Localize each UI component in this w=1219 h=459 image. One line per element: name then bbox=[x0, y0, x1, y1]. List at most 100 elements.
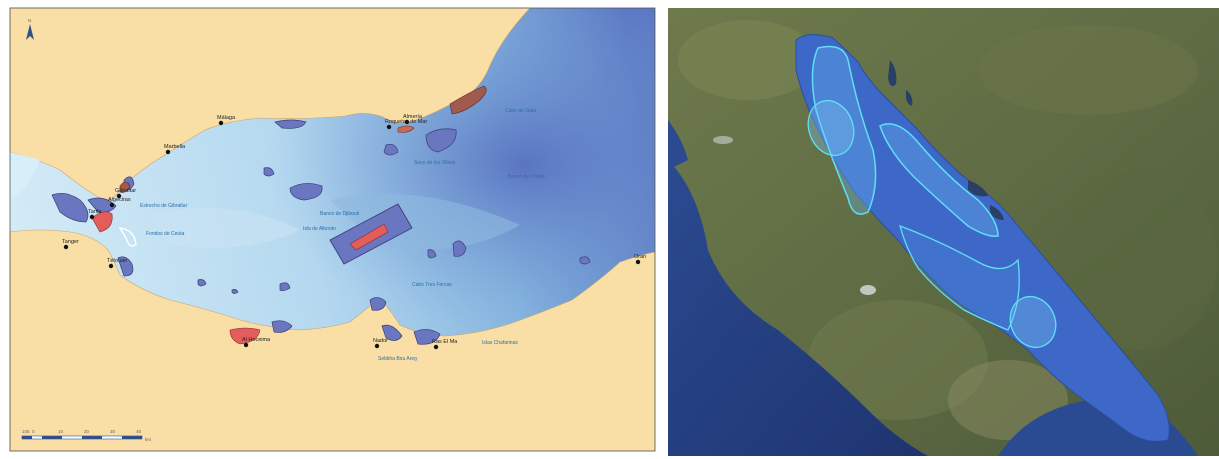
zone-oran-west bbox=[579, 256, 591, 265]
place-marker-icon bbox=[404, 119, 410, 125]
place-marker-icon bbox=[635, 259, 641, 265]
zone-label: Isla de Alborán bbox=[303, 226, 336, 232]
zone-almeria-east bbox=[449, 85, 487, 115]
land-texture bbox=[978, 25, 1198, 115]
zone-label: Islas Chafarinas bbox=[482, 340, 518, 346]
zone-nador-north bbox=[369, 297, 387, 311]
scale-tick-label: 40 bbox=[136, 429, 142, 434]
place-marker-icon bbox=[109, 202, 115, 208]
cloud bbox=[860, 285, 876, 295]
zone-cabo-gata bbox=[425, 128, 457, 153]
north-arrow: N bbox=[26, 18, 34, 40]
place-label: Gibraltar bbox=[115, 188, 136, 194]
scale-unit: km bbox=[145, 437, 151, 442]
zone-tiny-2 bbox=[231, 288, 239, 294]
scale-tick-label: 5 bbox=[27, 429, 30, 434]
land-texture bbox=[678, 20, 818, 100]
place-label: Ras El Ma bbox=[432, 339, 458, 345]
scale-tick-label: 0 bbox=[32, 429, 35, 434]
place-label: Nador bbox=[373, 338, 388, 344]
place-label: Marbella bbox=[164, 144, 186, 150]
zone-small-north bbox=[263, 167, 275, 177]
zone-pomo-pit bbox=[899, 224, 1020, 331]
zone-label: Cabo de Gata bbox=[505, 108, 536, 114]
zone-central-adriatic bbox=[879, 123, 999, 238]
adriatic-map-svg bbox=[668, 8, 1219, 456]
scale-bar-seg-1 bbox=[22, 436, 32, 439]
adriatic-sea bbox=[795, 34, 1170, 442]
zone-label: Banco de Chella bbox=[508, 174, 545, 180]
place-marker-icon bbox=[218, 120, 224, 126]
zone-northern-adriatic bbox=[811, 45, 877, 215]
adriatic-satellite-map bbox=[668, 0, 1219, 459]
scale-tick-label: 10 bbox=[58, 429, 64, 434]
zone-tiny-1 bbox=[197, 279, 207, 287]
zone-seco-olivos bbox=[383, 143, 399, 156]
zone-chella bbox=[452, 240, 467, 257]
zone-ras-el-ma bbox=[413, 329, 441, 345]
tyrrhenian-sea bbox=[668, 160, 928, 456]
zone-south-small bbox=[279, 282, 291, 292]
island bbox=[906, 90, 913, 106]
zone-label: Sebkha Bou Areg bbox=[378, 356, 417, 362]
scale-tick-label: 30 bbox=[110, 429, 116, 434]
zone-hoceima bbox=[229, 327, 261, 345]
zone-strait-brown bbox=[119, 181, 131, 193]
zone-djibouti bbox=[289, 183, 323, 201]
zone-roquetas bbox=[397, 125, 415, 133]
zone-southern-adriatic bbox=[1009, 296, 1057, 348]
africa-land bbox=[9, 229, 656, 452]
scale-tick-label: 10 bbox=[22, 429, 28, 434]
zone-tetouan bbox=[117, 256, 134, 277]
cloud bbox=[713, 136, 733, 144]
land-texture bbox=[1058, 170, 1218, 350]
place-label: Málaga bbox=[217, 115, 236, 121]
zone-tres-forcas-small bbox=[427, 249, 437, 259]
map-frame bbox=[9, 7, 656, 452]
place-marker-icon bbox=[165, 149, 171, 155]
coastal-zones bbox=[119, 85, 487, 193]
place-label: Tétouan bbox=[107, 258, 127, 264]
place-label: Al Hoceima bbox=[242, 337, 271, 343]
zone-label: Banco de Djibouti bbox=[320, 211, 359, 217]
zone-label: Seco de los Olivos bbox=[414, 160, 456, 166]
island bbox=[990, 205, 1004, 220]
place-marker-icon bbox=[116, 193, 122, 199]
place-marker-icon bbox=[374, 343, 380, 349]
zone-label: Estrecho de Gibraltar bbox=[140, 203, 188, 209]
place-marker-icon bbox=[433, 344, 439, 350]
north-label: N bbox=[28, 18, 31, 23]
zone-alboran-island bbox=[349, 223, 389, 251]
bathymetry-shade-west bbox=[150, 207, 300, 248]
zone-ceuta-arc bbox=[118, 227, 137, 247]
atlantic-strip bbox=[10, 152, 40, 200]
ligurian-sea bbox=[668, 120, 688, 170]
place-marker-icon bbox=[89, 214, 95, 220]
zone-malaga bbox=[274, 119, 307, 129]
place-marker-icon bbox=[108, 263, 114, 269]
scale-bar-seg-4 bbox=[122, 436, 142, 439]
scale-bar-seg-2 bbox=[42, 436, 62, 439]
place-marker-icon bbox=[386, 124, 392, 130]
zone-po-delta bbox=[807, 99, 855, 157]
place-label: Tanger bbox=[62, 239, 79, 245]
adriatic-zones bbox=[807, 45, 1057, 348]
land-texture bbox=[808, 300, 988, 420]
place-label: Algeciras bbox=[108, 197, 131, 203]
scale-bar-seg-3 bbox=[82, 436, 102, 439]
proposed-zones bbox=[91, 211, 389, 345]
place-marker-icon bbox=[243, 342, 249, 348]
zone-nador-lagoon bbox=[381, 324, 403, 341]
scale-tick-label: 20 bbox=[84, 429, 90, 434]
north-arrow-icon bbox=[26, 24, 34, 40]
zone-label: Cabo Tres Forcas bbox=[412, 282, 452, 288]
zone-estrecho bbox=[51, 193, 89, 223]
place-label: Oran bbox=[634, 254, 646, 260]
place-label: Tarifa bbox=[88, 209, 102, 215]
island bbox=[968, 180, 988, 197]
